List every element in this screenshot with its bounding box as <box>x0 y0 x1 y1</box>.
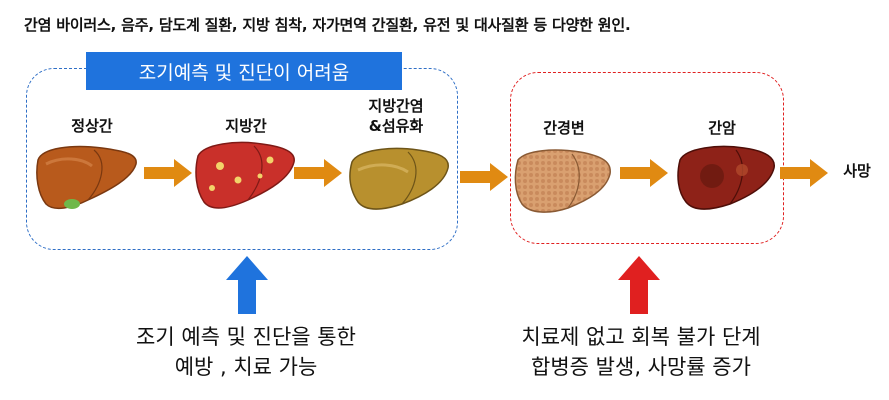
stage-label-normal: 정상간 <box>71 117 113 135</box>
stage-label-fatty: 지방간 <box>225 117 267 135</box>
progression-arrow-5 <box>780 159 828 187</box>
outcome-label-death: 사망 <box>843 162 871 180</box>
stage-label-cancer: 간암 <box>708 119 736 137</box>
progression-arrow-1 <box>144 159 192 187</box>
stage-label-steatohepatitis-line1: 지방간염 <box>368 97 424 115</box>
late-stage-group <box>510 72 784 244</box>
fatty-liver-image <box>195 141 295 209</box>
late-risk-line1: 치료제 없고 회복 불가 단계 <box>521 325 761 349</box>
late-risk-line2: 합병증 발생, 사망률 증가 <box>531 355 751 379</box>
late-risk-text: 치료제 없고 회복 불가 단계 합병증 발생, 사망률 증가 <box>486 322 796 382</box>
cause-header: 간염 바이러스, 음주, 담도계 질환, 지방 침착, 자가면역 간질환, 유전… <box>24 16 631 34</box>
normal-liver-image <box>36 145 137 210</box>
fibrosis-liver-image <box>349 147 449 210</box>
stage-label-steatohepatitis-line2: &섬유화 <box>368 117 424 135</box>
stage-label-steatohepatitis: 지방간염 &섬유화 <box>350 96 442 136</box>
blue-up-arrow <box>226 256 268 314</box>
early-benefit-line2: 예방 , 치료 가능 <box>174 355 318 379</box>
progression-arrow-4 <box>620 159 668 187</box>
stage-label-cirrhosis: 간경변 <box>543 119 585 137</box>
cirrhosis-liver-image <box>514 149 611 213</box>
early-benefit-line1: 조기 예측 및 진단을 통한 <box>136 325 356 349</box>
cancer-liver-image <box>677 145 775 210</box>
red-up-arrow <box>618 256 660 314</box>
early-diagnosis-banner: 조기예측 및 진단이 어려움 <box>86 52 402 90</box>
early-benefit-text: 조기 예측 및 진단을 통한 예방 , 치료 가능 <box>96 322 396 382</box>
progression-arrow-2 <box>294 159 342 187</box>
progression-arrow-3 <box>460 163 508 191</box>
